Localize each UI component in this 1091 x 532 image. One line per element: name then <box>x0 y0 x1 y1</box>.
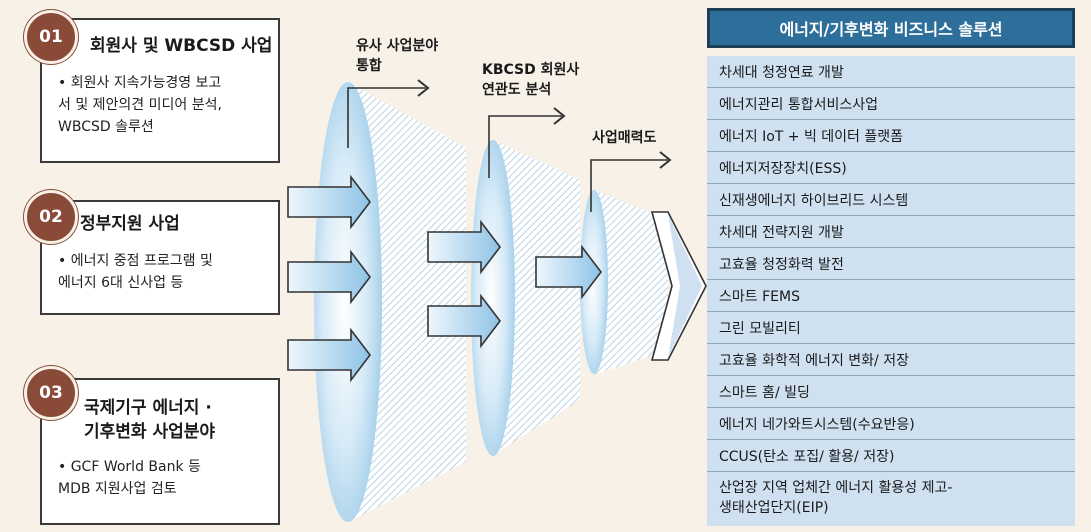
funnel-section-3 <box>594 190 668 375</box>
stage-2-label: KBCSD 회원사 연관도 분석 <box>482 60 579 100</box>
funnel-section-1 <box>348 82 466 522</box>
stage-3-arrowhead <box>659 151 672 169</box>
card-1-title: 회원사 및 WBCSD 사업 <box>90 34 272 58</box>
solution-item: 에너지저장장치(ESS) <box>707 152 1075 184</box>
card-3-number-badge: 03 <box>24 366 78 420</box>
card-2-title: 정부지원 사업 <box>80 212 180 236</box>
stage-3-label: 사업매력도 <box>592 128 656 148</box>
solution-item: 에너지관리 통합서비스사업 <box>707 88 1075 120</box>
input-arrow-2 <box>287 249 372 305</box>
stage-1-bracket <box>347 87 426 148</box>
solution-item: 에너지 IoT + 빅 데이터 플랫폼 <box>707 120 1075 152</box>
solution-item: 차세대 청정연료 개발 <box>707 56 1075 88</box>
solution-item: 차세대 전략지원 개발 <box>707 216 1075 248</box>
card-1-desc-line-3: WBCSD 솔루션 <box>58 119 154 135</box>
card-3-title: 국제기구 에너지 · 기후변화 사업분야 <box>84 396 215 444</box>
source-card-2 <box>40 200 280 315</box>
stage-3-label-line-1: 사업매력도 <box>592 130 657 146</box>
input-arrow-1 <box>287 174 372 230</box>
card-2-title-line: 정부지원 사업 <box>80 214 180 234</box>
solution-item: 에너지 네가와트시스템(수요반응) <box>707 408 1075 440</box>
card-3-desc: • GCF World Bank 등 MDB 지원사업 검토 <box>58 456 201 500</box>
solution-item: 그린 모빌리티 <box>707 312 1075 344</box>
stage-1-label: 유사 사업분야 통합 <box>356 36 438 76</box>
lens-2 <box>471 140 515 456</box>
stage-3-bracket <box>590 159 668 212</box>
stage-1-label-line-1: 유사 사업분야 <box>356 38 439 54</box>
solution-item-last: 산업장 지역 업체간 에너지 활용성 제고- 생태산업단지(EIP) <box>707 472 1075 526</box>
solutions-panel: 차세대 청정연료 개발 에너지관리 통합서비스사업 에너지 IoT + 빅 데이… <box>707 56 1075 526</box>
card-1-desc: • 회원사 지속가능경영 보고 서 및 제안의견 미디어 분석, WBCSD 솔… <box>58 72 222 138</box>
card-2-desc-line-2: 에너지 6대 신사업 등 <box>58 275 184 291</box>
solution-item-last-line-2: 생태산업단지(EIP) <box>719 500 829 516</box>
input-arrow-3 <box>287 327 372 383</box>
stage-1-label-line-2: 통합 <box>356 58 382 74</box>
stage-2-label-line-1: KBCSD 회원사 <box>482 62 580 78</box>
card-2-number-badge: 02 <box>24 190 78 244</box>
mid-arrow-2 <box>427 293 502 349</box>
card-1-title-line: 회원사 및 WBCSD 사업 <box>90 36 273 56</box>
stage-2-bracket <box>488 115 562 178</box>
mid-arrow-1 <box>427 219 502 275</box>
card-1-desc-line-1: • 회원사 지속가능경영 보고 <box>58 75 222 91</box>
card-2-desc-line-1: • 에너지 중점 프로그램 및 <box>58 253 213 269</box>
output-chevron <box>650 211 707 361</box>
solution-item: 고효율 청정화력 발전 <box>707 248 1075 280</box>
solution-item: 스마트 홈/ 빌딩 <box>707 376 1075 408</box>
card-1-number-badge: 01 <box>24 10 78 64</box>
inner-arrow <box>535 244 603 300</box>
card-3-title-line-2: 기후변화 사업분야 <box>84 422 216 442</box>
card-3-title-line-1: 국제기구 에너지 · <box>84 398 212 418</box>
solutions-panel-title: 에너지/기후변화 비즈니스 솔루션 <box>707 8 1075 48</box>
card-2-desc: • 에너지 중점 프로그램 및 에너지 6대 신사업 등 <box>58 250 213 294</box>
solution-item: 고효율 화학적 에너지 변화/ 저장 <box>707 344 1075 376</box>
output-chevron-fill <box>668 214 702 358</box>
source-card-1 <box>40 18 280 163</box>
funnel-section-2 <box>493 140 580 455</box>
solution-item: CCUS(탄소 포집/ 활용/ 저장) <box>707 440 1075 472</box>
stage-1-arrowhead <box>417 79 430 97</box>
stage-2-label-line-2: 연관도 분석 <box>482 82 552 98</box>
solution-item: 스마트 FEMS <box>707 280 1075 312</box>
card-3-desc-line-1: • GCF World Bank 등 <box>58 459 201 475</box>
card-1-desc-line-2: 서 및 제안의견 미디어 분석, <box>58 97 222 113</box>
stage-2-arrowhead <box>553 107 566 125</box>
source-card-3 <box>40 378 280 525</box>
solution-item-last-line-1: 산업장 지역 업체간 에너지 활용성 제고- <box>719 480 953 496</box>
solution-item: 신재생에너지 하이브리드 시스템 <box>707 184 1075 216</box>
card-3-desc-line-2: MDB 지원사업 검토 <box>58 481 177 497</box>
